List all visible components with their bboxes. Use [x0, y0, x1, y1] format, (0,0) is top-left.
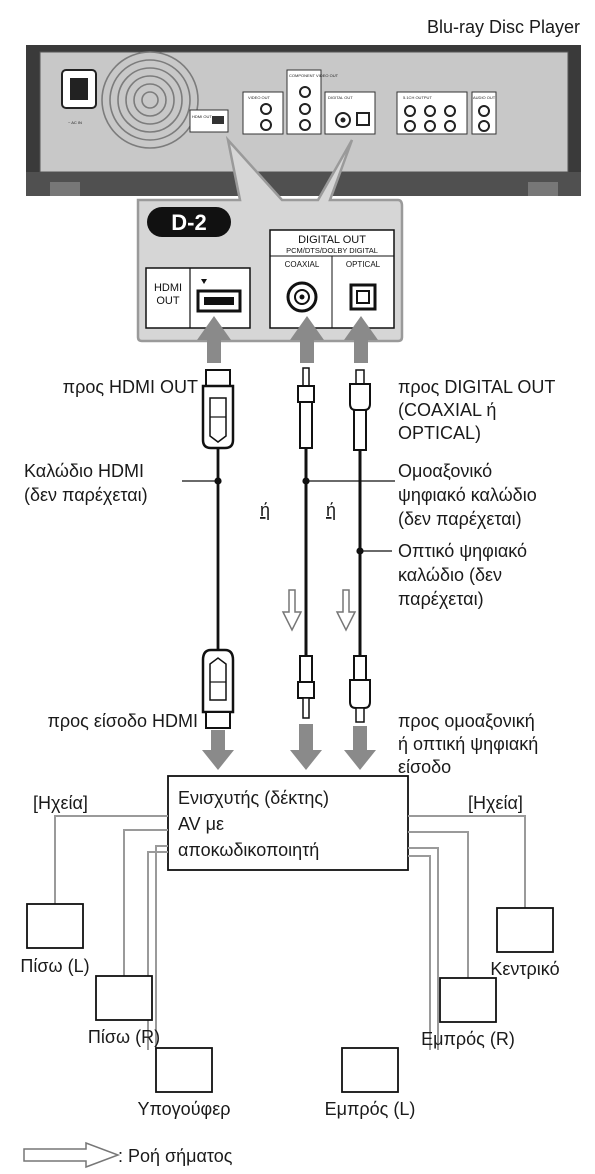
coaxial-cable: [297, 367, 315, 719]
label-opt-cable-3: παρέχεται): [398, 589, 484, 609]
svg-text:HDMI: HDMI: [154, 282, 182, 294]
audio-out-block: AUDIO OUT: [471, 91, 497, 135]
optical-cable: [349, 369, 371, 723]
label-rear-r: Πίσω (R): [88, 1027, 160, 1047]
label-front-r: Εμπρός (R): [421, 1029, 515, 1049]
label-subwoofer: Υπογούφερ: [138, 1099, 231, 1119]
legend-signal-flow: : Ροή σήματος: [118, 1146, 233, 1166]
signal-flow-outline-arrows: [281, 589, 357, 632]
fan-grille: [101, 51, 199, 149]
label-to-digital-out-3: OPTICAL): [398, 423, 481, 443]
label-rear-l: Πίσω (L): [20, 956, 89, 976]
digital-out-small: DIGITAL OUT: [324, 91, 376, 135]
label-speakers-left: [Ηχεία]: [33, 793, 88, 813]
amplifier-line-1: Ενισχυτής (δέκτης): [178, 788, 329, 808]
speaker-rear-l: [26, 903, 84, 949]
hdmi-cable: [201, 369, 235, 729]
amplifier-line-2: AV με: [178, 814, 224, 834]
svg-text:COAXIAL: COAXIAL: [285, 260, 320, 269]
speaker-subwoofer: [155, 1047, 213, 1093]
svg-text:~ AC IN: ~ AC IN: [68, 120, 82, 125]
ac-inlet: ~ AC IN: [61, 69, 97, 125]
label-to-digital-in-2: ή οπτική ψηφιακή: [398, 734, 538, 754]
label-or-2: ή: [326, 500, 336, 520]
label-to-digital-out-1: προς DIGITAL OUT: [398, 377, 555, 397]
svg-text:5.1CH OUTPUT: 5.1CH OUTPUT: [403, 95, 432, 100]
speaker-front-r: [439, 977, 497, 1023]
label-hdmi-cable-1: Καλώδιο HDMI: [24, 461, 144, 481]
label-to-digital-out-2: (COAXIAL ή: [398, 400, 496, 420]
component-video-block: COMPONENT VIDEO OUT: [286, 69, 339, 135]
svg-text:OPTICAL: OPTICAL: [346, 260, 381, 269]
av-amplifier: Ενισχυτής (δέκτης) AV με αποκωδικοποιητή: [167, 775, 409, 871]
svg-text:HDMI OUT: HDMI OUT: [192, 114, 212, 119]
label-opt-cable-2: καλώδιο (δεν: [398, 565, 502, 585]
speaker-rear-r: [95, 975, 153, 1021]
label-coax-cable-2: ψηφιακό καλώδιο: [398, 485, 537, 505]
hdmi-port-small: HDMI OUT: [189, 109, 229, 133]
speaker-front-l: [341, 1047, 399, 1093]
label-to-digital-in-1: προς ομοαξονική: [398, 711, 535, 731]
hdmi-out-panel: HDMI OUT: [145, 267, 251, 329]
speaker-wires: [54, 815, 526, 1050]
player-title: Blu-ray Disc Player: [427, 17, 580, 37]
speaker-center: [496, 907, 554, 953]
signal-arrows-down: [202, 724, 376, 770]
svg-text:PCM/DTS/DOLBY DIGITAL: PCM/DTS/DOLBY DIGITAL: [286, 246, 378, 255]
legend: : Ροή σήματος: [23, 1141, 233, 1169]
label-hdmi-cable-2: (δεν παρέχεται): [24, 485, 148, 505]
svg-text:DIGITAL OUT: DIGITAL OUT: [328, 95, 353, 100]
zoom-panel: D-2 HDMI OUT DIGITAL OUT PCM/DTS/DOLBY D…: [136, 135, 404, 343]
label-to-digital-in-3: είσοδο: [398, 757, 451, 777]
label-or-1: ή: [260, 500, 270, 520]
svg-text:VIDEO OUT: VIDEO OUT: [248, 95, 271, 100]
label-to-hdmi-input: προς είσοδο HDMI: [47, 711, 198, 731]
label-speakers-right: [Ηχεία]: [468, 793, 523, 813]
signal-arrows-up: [197, 316, 378, 363]
speaker-boxes: [26, 903, 554, 1093]
video-out-block: VIDEO OUT: [242, 91, 284, 135]
badge-d2: D-2: [147, 207, 231, 237]
signal-flow-arrow-icon: [23, 1141, 121, 1169]
ch-output-block: 5.1CH OUTPUT: [396, 91, 468, 135]
digital-out-panel: DIGITAL OUT PCM/DTS/DOLBY DIGITAL COAXIA…: [269, 229, 395, 329]
label-to-hdmi-out: προς HDMI OUT: [63, 377, 198, 397]
svg-text:OUT: OUT: [156, 295, 180, 307]
svg-text:COMPONENT VIDEO OUT: COMPONENT VIDEO OUT: [289, 73, 339, 78]
svg-text:DIGITAL OUT: DIGITAL OUT: [298, 234, 366, 246]
label-coax-cable-3: (δεν παρέχεται): [398, 509, 522, 529]
blu-ray-player: ~ AC IN HDMI OUT VIDEO OUT COMPONE: [26, 45, 581, 196]
label-front-l: Εμπρός (L): [325, 1099, 416, 1119]
label-opt-cable-1: Οπτικό ψηφιακό: [398, 541, 527, 561]
svg-text:D-2: D-2: [171, 210, 206, 235]
label-coax-cable-1: Ομοαξονικό: [398, 461, 492, 481]
amplifier-line-3: αποκωδικοποιητή: [178, 840, 319, 860]
callout-lines: [182, 477, 395, 555]
svg-text:AUDIO OUT: AUDIO OUT: [473, 95, 496, 100]
label-center: Κεντρικό: [490, 959, 559, 979]
